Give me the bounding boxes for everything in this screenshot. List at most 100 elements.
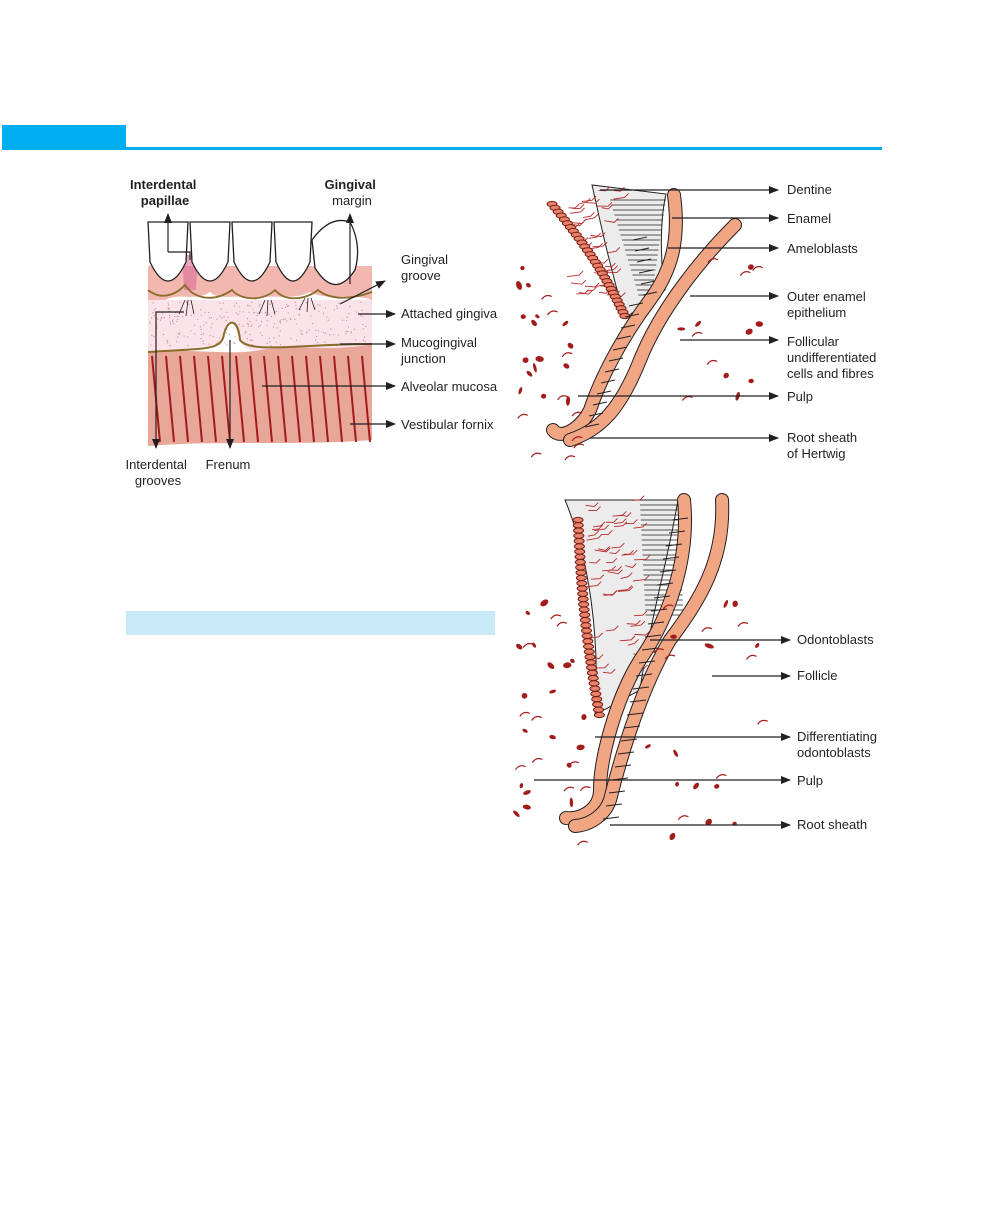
stipple-dot	[211, 322, 213, 325]
stipple-dot	[332, 334, 334, 336]
stipple-dot	[317, 304, 319, 306]
stipple-dot	[153, 309, 155, 311]
tubule	[584, 282, 600, 288]
follicle-cell	[521, 692, 528, 699]
odontoblast-cell	[581, 632, 593, 640]
stipple-dot	[163, 317, 165, 319]
stipple-dot	[287, 312, 289, 314]
sheath-cell-divider	[662, 556, 680, 560]
stipple-dot	[167, 307, 169, 309]
stipple-dot	[338, 302, 340, 304]
stipple-dot	[200, 329, 202, 331]
stipple-dot	[174, 315, 176, 318]
follicle-cell	[549, 734, 556, 740]
tubule	[603, 265, 619, 272]
follicle-cell	[705, 818, 712, 826]
sidebar-band	[126, 611, 495, 635]
header-accent-block	[2, 125, 126, 150]
sheath-cell-divider	[650, 608, 668, 612]
tubule	[589, 558, 601, 564]
stipple-dot	[341, 319, 344, 321]
follicle-fibre	[739, 271, 751, 277]
stipple-dot	[200, 337, 202, 340]
stipple-dot	[235, 312, 237, 314]
stipple-dot	[324, 341, 326, 343]
stipple-dot	[250, 339, 252, 341]
odontoblast-cell	[587, 675, 599, 682]
label-follicular: Follicular undifferentiated cells and fi…	[787, 334, 880, 381]
stipple-dot	[287, 305, 290, 307]
sheath-cell-divider	[588, 412, 604, 417]
follicle-cell	[535, 356, 544, 362]
follicle-cell	[755, 321, 764, 327]
stipple-dot	[259, 303, 261, 305]
stipple-dot	[284, 318, 287, 320]
stipple-dot	[285, 320, 288, 322]
mucosa-vessel	[165, 355, 175, 443]
gingiva-stipple	[149, 301, 367, 347]
stipple-dot	[224, 342, 226, 344]
follicle-cell	[567, 342, 574, 349]
stipple-dot	[248, 311, 250, 313]
stipple-dot	[202, 333, 204, 335]
sheath-cell-divider	[604, 368, 620, 373]
tubule	[584, 213, 599, 221]
follicle-fibre	[550, 614, 562, 620]
odontoblast-cell	[586, 664, 598, 671]
label-mucogingival-junction: Mucogingival junction	[400, 335, 481, 366]
stipple-dot	[345, 333, 347, 335]
follicle-cell	[695, 320, 702, 327]
follicle-fibre	[568, 761, 580, 767]
follicle-cell	[693, 782, 700, 790]
label-enamel: Enamel	[787, 211, 831, 226]
stipple-dot	[275, 341, 278, 343]
follicle-cell	[563, 363, 570, 369]
follicle-cell	[748, 378, 754, 384]
label-gingival-groove: Gingival groove	[401, 252, 452, 283]
sheath-cell-divider	[644, 634, 662, 638]
stipple-dot	[286, 304, 288, 306]
label-vestibular-fornix: Vestibular fornix	[401, 417, 494, 432]
stipple-dot	[317, 330, 320, 332]
stipple-dot	[327, 319, 329, 321]
tubule	[607, 569, 623, 575]
odontoblast-cell	[576, 585, 588, 592]
stipple-dot	[239, 311, 241, 313]
stipple-dot	[247, 305, 249, 307]
tubule	[606, 268, 622, 274]
follicle-cell	[520, 265, 525, 271]
mucosa-vessels	[151, 355, 371, 443]
tubule	[631, 495, 645, 501]
stipple-dot	[350, 331, 352, 333]
sheath-cell-divider	[656, 582, 674, 586]
sheath-cell-divider	[620, 324, 636, 329]
sheath-cell-divider	[636, 258, 652, 263]
header-bar	[2, 125, 882, 150]
stipple-dot	[244, 332, 246, 334]
stipple-dot	[182, 315, 184, 318]
stipple-dot	[337, 334, 339, 336]
stipple-dot	[238, 323, 240, 326]
follicle-cell	[535, 314, 540, 319]
odontoblast-cell	[575, 574, 587, 582]
tubule	[609, 549, 621, 554]
odontoblast-cell	[578, 601, 590, 608]
follicle-fibre	[571, 436, 583, 442]
stipple-dot	[365, 325, 367, 328]
tubule	[588, 232, 602, 239]
alveolar-mucosa-region	[148, 344, 372, 446]
odontoblast-cell	[588, 680, 600, 687]
tubule	[594, 547, 611, 553]
label-root-sheath-hertwig: Root sheath of Hertwig	[787, 430, 861, 461]
stipple-dot	[280, 319, 282, 321]
stipple-dot	[269, 303, 271, 305]
sheath-cell-divider	[638, 269, 654, 274]
mucosa-vessel	[179, 355, 189, 443]
tubule	[619, 635, 636, 642]
stipple-dot	[245, 330, 247, 333]
label-follicle: Follicle	[797, 668, 837, 683]
follicle-cell	[675, 781, 679, 787]
odontoblast-cell	[586, 669, 598, 676]
label-outer-enamel-epithelium: Outer enamel epithelium	[787, 289, 869, 320]
follicle-cell	[532, 362, 537, 373]
